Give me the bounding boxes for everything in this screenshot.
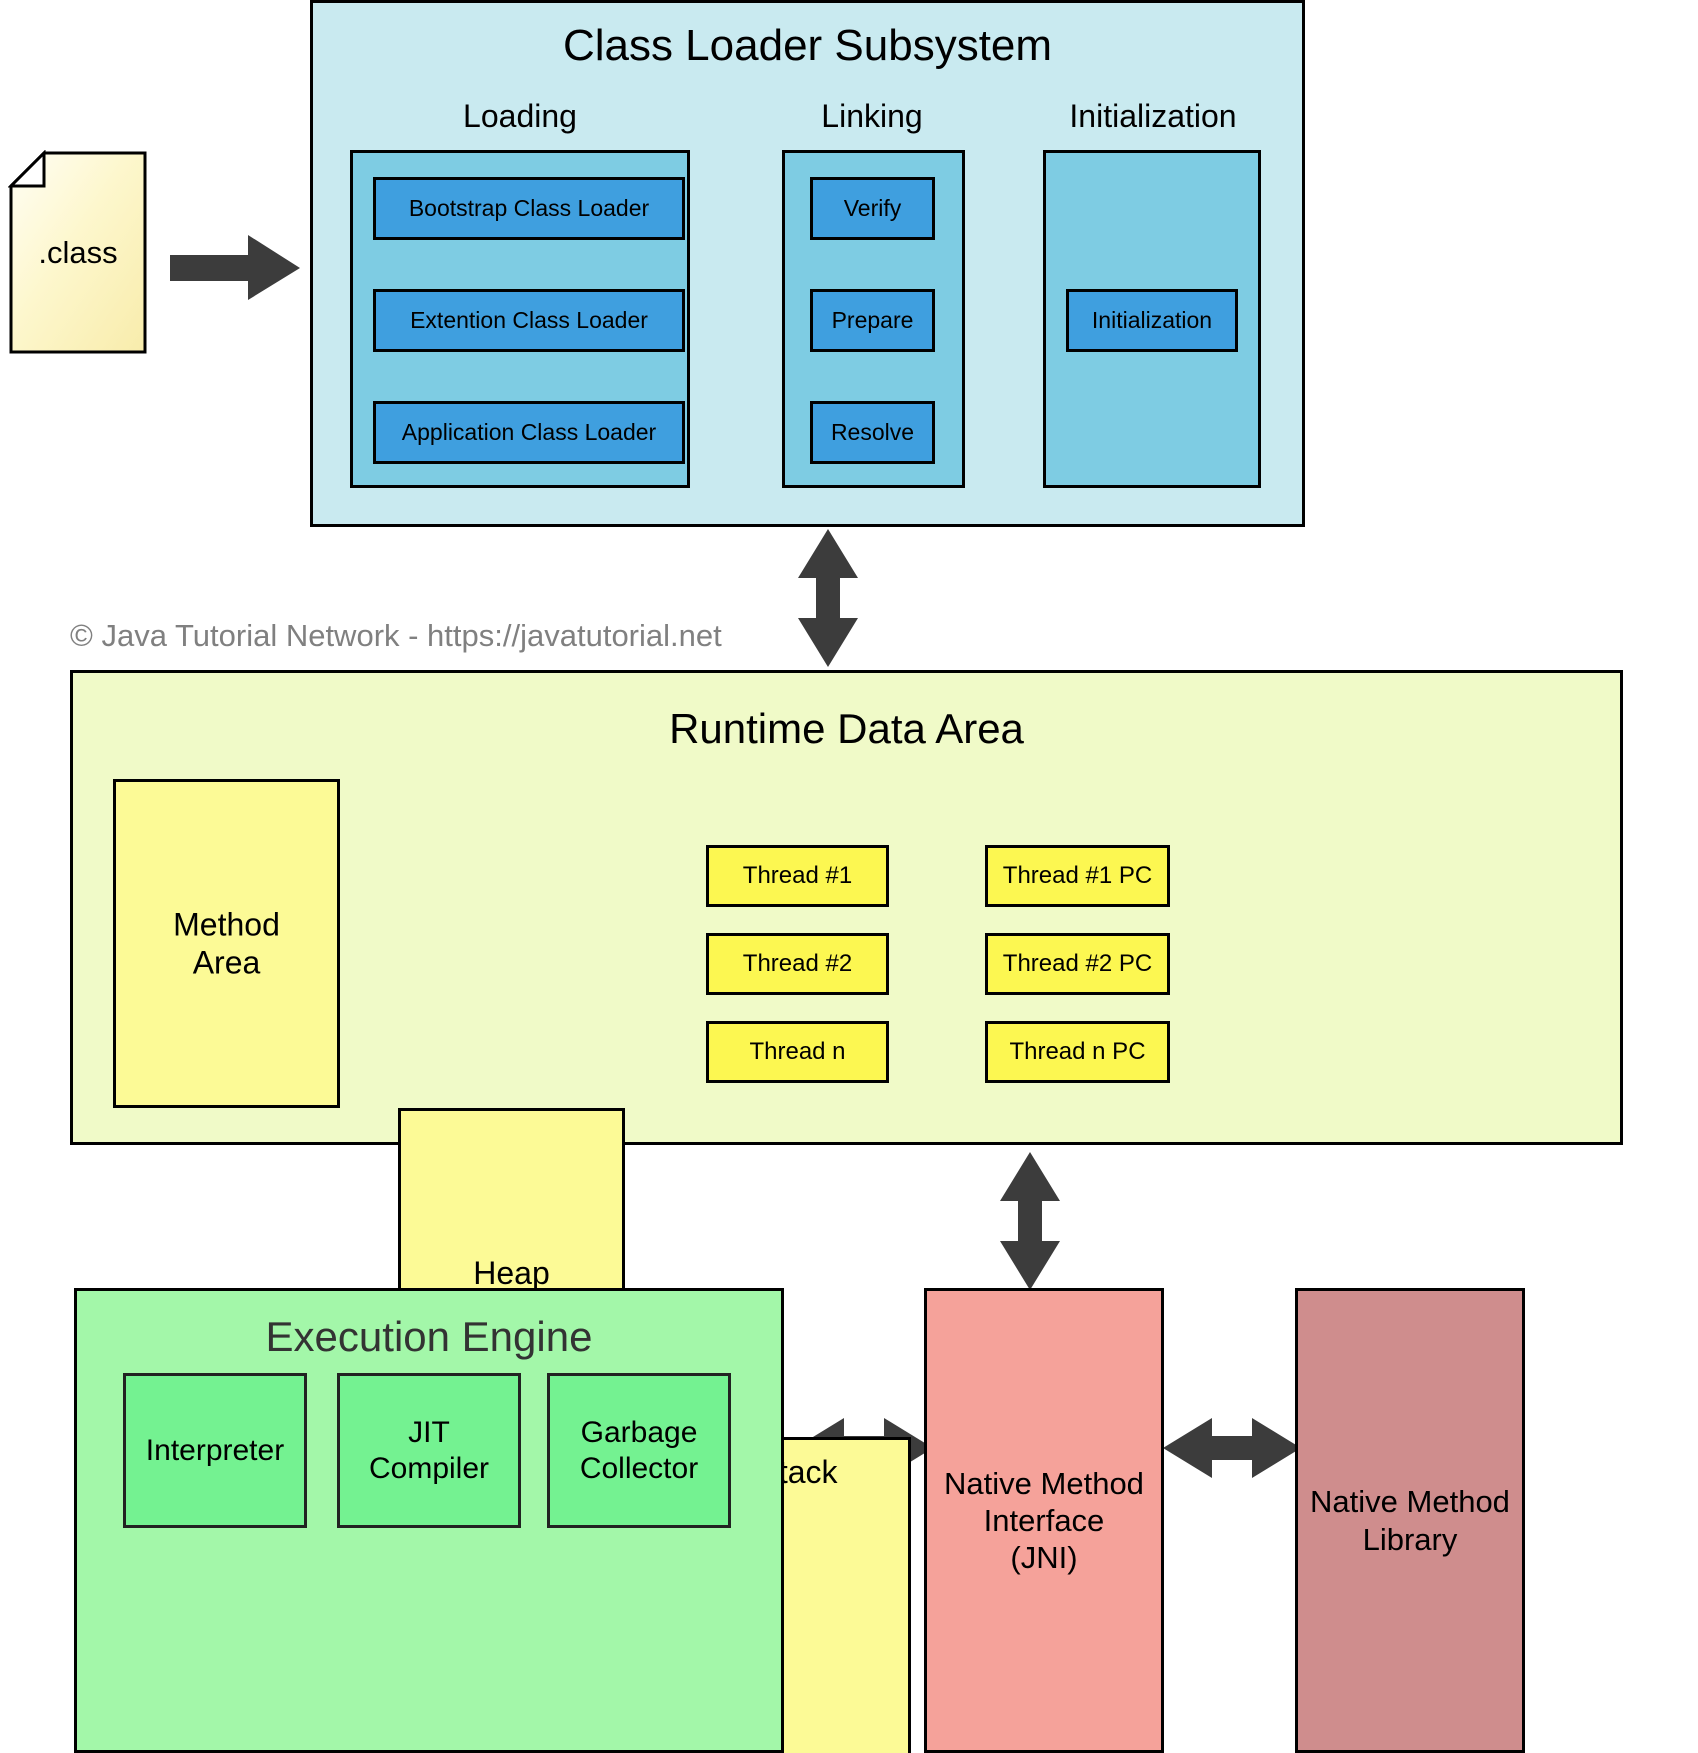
phase-label-initialization: Initialization: [1069, 98, 1237, 134]
linking-item-prepare[interactable]: Prepare: [810, 289, 935, 352]
linking-item-verify[interactable]: Verify: [810, 177, 935, 240]
pc-thread-n[interactable]: Thread n PC: [985, 1021, 1170, 1083]
pc-thread-1[interactable]: Thread #1 PC: [985, 845, 1170, 907]
initialization-item[interactable]: Initialization: [1066, 289, 1238, 352]
phase-label-linking: Linking: [821, 98, 923, 134]
class-file-label: .class: [38, 234, 118, 270]
phase-label-loading: Loading: [463, 98, 577, 134]
credit-text: © Java Tutorial Network - https://javatu…: [70, 618, 722, 653]
execution-component-interpreter[interactable]: Interpreter: [123, 1373, 307, 1528]
loader-item-application[interactable]: Application Class Loader: [373, 401, 685, 464]
stack-thread-n[interactable]: Thread n: [706, 1021, 889, 1083]
document-icon: [7, 149, 147, 354]
execution-engine-title: Execution Engine: [265, 1313, 593, 1360]
arrow-jni-to-library: [1163, 1418, 1301, 1478]
loader-item-extention[interactable]: Extention Class Loader: [373, 289, 685, 352]
loader-item-bootstrap[interactable]: Bootstrap Class Loader: [373, 177, 685, 240]
pc-thread-2[interactable]: Thread #2 PC: [985, 933, 1170, 995]
heap-label: Heap: [473, 1254, 550, 1291]
arrow-loader-to-runtime: [798, 529, 858, 667]
arrow-classfile-to-loader: [170, 235, 300, 300]
stack-thread-1[interactable]: Thread #1: [706, 845, 889, 907]
linking-item-resolve[interactable]: Resolve: [810, 401, 935, 464]
class-file-icon: .class: [7, 149, 148, 355]
runtime-data-area-title: Runtime Data Area: [669, 705, 1024, 752]
stack-thread-2[interactable]: Thread #2: [706, 933, 889, 995]
class-loader-subsystem-title: Class Loader Subsystem: [562, 21, 1053, 70]
arrow-runtime-to-jni: [1000, 1152, 1060, 1290]
